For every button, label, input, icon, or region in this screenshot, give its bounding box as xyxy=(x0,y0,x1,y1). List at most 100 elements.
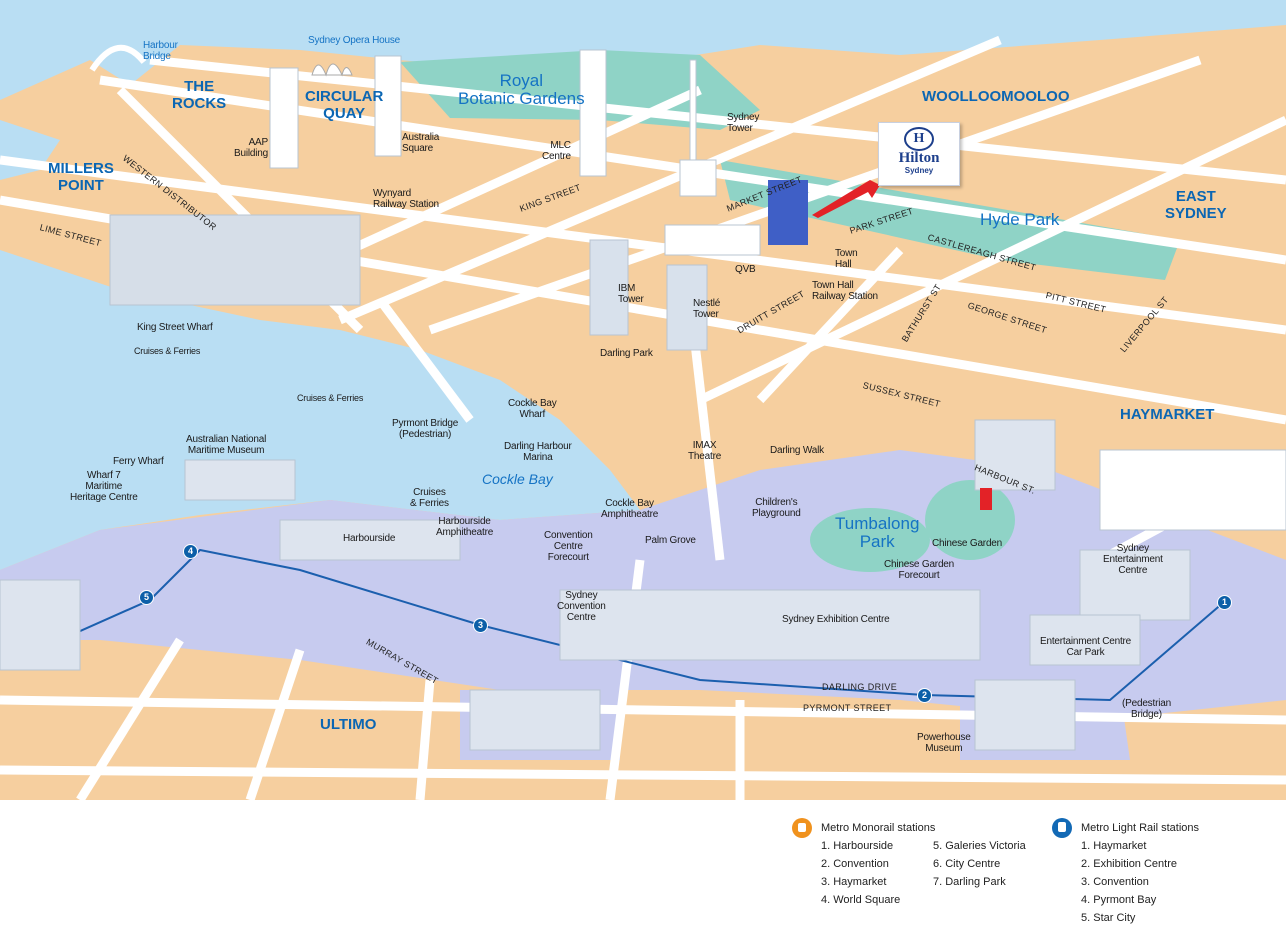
light-rail-legend-title: Metro Light Rail stations xyxy=(1081,822,1199,834)
star-city xyxy=(0,579,81,671)
king-st-wharf-buildings xyxy=(109,214,361,306)
hilton-pointer-arrow xyxy=(812,180,880,218)
light-rail-icon xyxy=(1052,818,1072,838)
label-powerhouse: Powerhouse Museum xyxy=(917,732,971,754)
district-circular-quay: CIRCULAR QUAY xyxy=(305,88,384,122)
label-ferry-wharf: Ferry Wharf xyxy=(113,456,164,467)
sydney-tower-base xyxy=(679,159,717,197)
label-cockle-bay-wharf: Cockle Bay Wharf xyxy=(508,398,557,420)
label-cruises-ferries: Cruises & Ferries xyxy=(410,487,449,509)
harbour-st-building xyxy=(974,419,1056,491)
hilton-logo-icon: H xyxy=(904,127,934,151)
light-rail-station-marker[interactable]: 3 xyxy=(473,618,488,633)
label-opera-house: Sydney Opera House xyxy=(308,35,401,46)
hilton-sydney-logo[interactable]: H Hilton Sydney xyxy=(878,122,960,186)
harbour-water xyxy=(0,0,1286,100)
haymarket-buildings xyxy=(1099,449,1286,531)
monorail-station: 2. Convention xyxy=(821,858,889,870)
label-ibm-tower: IBM Tower xyxy=(618,283,644,305)
light-rail-station: 5. Star City xyxy=(1081,912,1136,924)
australia-square xyxy=(374,55,402,157)
opera-house xyxy=(311,63,353,77)
place-cockle-bay: Cockle Bay xyxy=(482,471,553,487)
label-pyrmont-bridge: Pyrmont Bridge (Pedestrian) xyxy=(392,418,459,440)
monorail-station: 3. Haymarket xyxy=(821,876,887,888)
light-rail-station: 4. Pyrmont Bay xyxy=(1081,894,1157,906)
monorail-station: 6. City Centre xyxy=(933,858,1001,870)
monorail-station: 5. Galeries Victoria xyxy=(933,840,1026,852)
entertainment-centre xyxy=(1079,549,1191,621)
district-haymarket: HAYMARKET xyxy=(1120,406,1215,423)
label-darling-park: Darling Park xyxy=(600,348,653,359)
light-rail-station-marker[interactable]: 5 xyxy=(139,590,154,605)
powerhouse-museum xyxy=(974,679,1076,751)
label-harbour-bridge: Harbour Bridge xyxy=(143,40,178,62)
pagoda xyxy=(980,488,992,510)
label-convention-centre: Sydney Convention Centre xyxy=(557,590,606,623)
sydney-map: THE ROCKS CIRCULAR QUAY WOOLLOOMOOLOO MI… xyxy=(0,0,1286,801)
label-cruises-ferries: Cruises & Ferries xyxy=(297,393,364,403)
exhibition-centre xyxy=(559,589,981,661)
street-darling-drive: DARLING DRIVE xyxy=(822,682,898,692)
light-rail-station-marker[interactable]: 4 xyxy=(183,544,198,559)
car-park xyxy=(1029,614,1141,666)
hilton-sub: Sydney xyxy=(904,166,934,175)
label-maritime-museum: Australian National Maritime Museum xyxy=(186,434,267,456)
label-childrens-playground: Children's Playground xyxy=(752,497,801,519)
label-australia-square: Australia Square xyxy=(402,132,440,154)
nestle-tower xyxy=(666,264,708,351)
bridge-arch xyxy=(89,44,147,72)
place-tumbalong-park: Tumbalong Park xyxy=(835,514,920,551)
tumbalong-park xyxy=(810,508,930,572)
legend: Metro Monorail stations 1. Harbourside 2… xyxy=(0,800,1286,935)
map-artwork xyxy=(0,0,1286,801)
qvb xyxy=(664,224,761,256)
label-entertainment-centre: Sydney Entertainment Centre xyxy=(1103,543,1163,576)
harbourside-building xyxy=(279,519,461,561)
label-exhibition-centre: Sydney Exhibition Centre xyxy=(782,614,890,625)
label-convention-forecourt: Convention Centre Forecourt xyxy=(544,530,593,563)
light-rail-station: 3. Convention xyxy=(1081,876,1149,888)
monorail-station: 1. Harbourside xyxy=(821,840,894,852)
district-the-rocks: THE ROCKS xyxy=(172,78,227,112)
district-ultimo: ULTIMO xyxy=(320,716,377,733)
label-harbourside-amphitheatre: Harbourside Amphitheatre xyxy=(436,516,494,538)
label-mlc: MLC Centre xyxy=(542,140,571,162)
ibm-tower xyxy=(589,239,629,336)
maritime-museum xyxy=(184,459,296,501)
district-millers-point: MILLERS POINT xyxy=(48,160,114,194)
label-town-hall: Town Hall xyxy=(835,248,858,270)
buildings xyxy=(0,49,1286,751)
aap-building xyxy=(269,67,299,169)
monorail-station: 4. World Square xyxy=(821,894,901,906)
light-rail-station-marker[interactable]: 1 xyxy=(1217,595,1232,610)
district-woolloomooloo: WOOLLOOMOOLOO xyxy=(922,88,1070,105)
label-marina: Darling Harbour Marina xyxy=(504,441,572,463)
label-wynyard: Wynyard Railway Station xyxy=(373,188,439,210)
label-wharf7: Wharf 7 Maritime Heritage Centre xyxy=(70,470,138,503)
south-building xyxy=(469,689,601,751)
label-nestle-tower: Nestlé Tower xyxy=(693,298,721,320)
hilton-name: Hilton xyxy=(898,150,940,166)
monorail-legend-title: Metro Monorail stations xyxy=(821,822,936,834)
chinese-garden-area xyxy=(925,480,1015,560)
street-pyrmont: PYRMONT STREET xyxy=(803,703,892,713)
light-rail-station: 2. Exhibition Centre xyxy=(1081,858,1177,870)
label-pedestrian-bridge: (Pedestrian Bridge) xyxy=(1122,698,1171,720)
label-sydney-tower: Sydney Tower xyxy=(727,112,760,134)
label-chinese-garden-forecourt: Chinese Garden Forecourt xyxy=(884,559,955,581)
place-botanic-gardens: Royal Botanic Gardens xyxy=(458,71,585,108)
label-qvb: QVB xyxy=(735,264,756,275)
label-darling-walk: Darling Walk xyxy=(770,445,824,456)
darling-harbour-water xyxy=(0,250,640,570)
hilton-building xyxy=(768,180,808,245)
light-rail-station-marker[interactable]: 2 xyxy=(917,688,932,703)
label-car-park: Entertainment Centre Car Park xyxy=(1040,636,1132,658)
label-imax: IMAX Theatre xyxy=(688,440,722,462)
label-cockle-bay-amphitheatre: Cockle Bay Amphitheatre xyxy=(601,498,659,520)
label-town-hall-station: Town Hall Railway Station xyxy=(812,280,878,302)
place-hyde-park: Hyde Park xyxy=(980,210,1060,229)
label-cruises-ferries: Cruises & Ferries xyxy=(134,346,201,356)
district-east-sydney: EAST SYDNEY xyxy=(1165,188,1227,222)
monorail-station: 7. Darling Park xyxy=(933,876,1006,888)
